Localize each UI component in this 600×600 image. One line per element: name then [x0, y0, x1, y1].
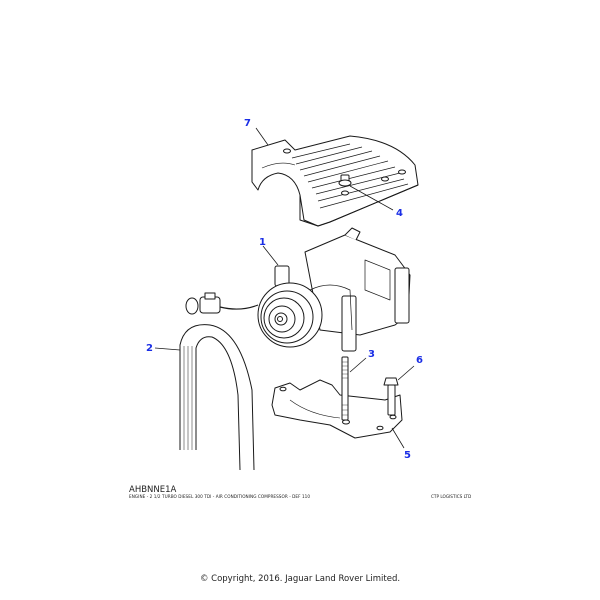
drive-belt-part: [154, 324, 255, 471]
vendor-name: CTP LOGISTICS LTD: [431, 494, 472, 499]
copyright-notice: © Copyright, 2016. Jaguar Land Rover Lim…: [199, 574, 401, 584]
callout-5[interactable]: 5: [404, 450, 411, 461]
callout-4[interactable]: 4: [396, 208, 403, 219]
callout-6[interactable]: 6: [416, 355, 423, 366]
connector-part: [185, 292, 259, 315]
callout-1[interactable]: 1: [259, 237, 266, 248]
heat-shield-cover-part: [251, 127, 419, 227]
bolt-part: [383, 365, 415, 416]
callout-2[interactable]: 2: [146, 343, 153, 354]
stud-part: [341, 356, 367, 421]
mounting-bracket-part: [271, 379, 405, 449]
diagram-code: AHBNNE1A: [129, 485, 177, 495]
diagram-caption: ENGINE - 2 1/2 TURBO DIESEL 300 TDI - AI…: [129, 494, 311, 499]
callout-3[interactable]: 3: [368, 349, 375, 360]
callout-7[interactable]: 7: [244, 118, 251, 129]
compressor-part: [257, 227, 411, 352]
